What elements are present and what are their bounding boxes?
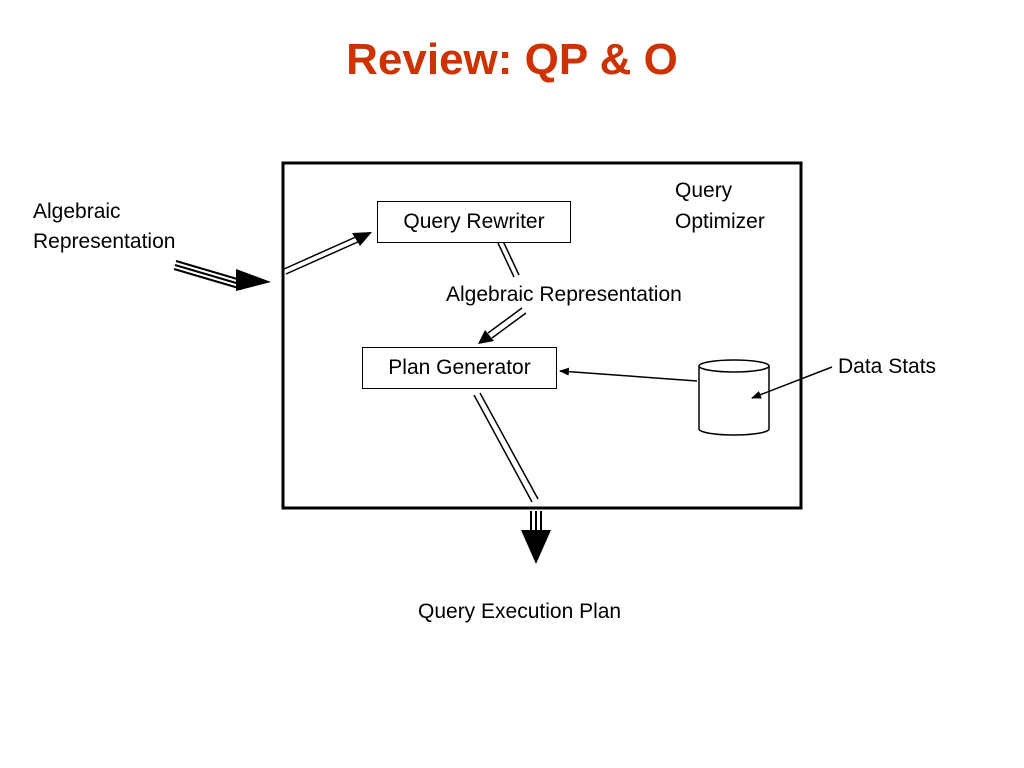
input-arrow <box>173 260 271 291</box>
rewriter-output-connector <box>497 240 520 278</box>
rewriter-input-arrow <box>283 232 372 275</box>
plan-generator-box: Plan Generator <box>362 347 557 389</box>
database-icon <box>698 359 770 436</box>
plan-generator-input-arrow <box>478 307 527 344</box>
query-rewriter-box: Query Rewriter <box>377 201 571 243</box>
output-arrow <box>521 511 551 564</box>
optimizer-container <box>281 161 803 510</box>
middle-representation-label: Algebraic Representation <box>446 283 682 306</box>
output-label: Query Execution Plan <box>418 600 622 623</box>
slide-title: Review: QP & O <box>346 35 678 84</box>
input-label-line2: Representation <box>33 230 176 253</box>
stats-to-plan-arrow <box>559 367 698 382</box>
plan-generator-output-connector <box>473 392 539 503</box>
input-label-line1: Algebraic <box>33 200 121 223</box>
optimizer-label-line1: Query <box>675 179 733 202</box>
optimizer-label-line2: Optimizer <box>675 210 765 233</box>
stats-label-pointer <box>751 366 833 399</box>
data-stats-label: Data Stats <box>838 355 937 378</box>
